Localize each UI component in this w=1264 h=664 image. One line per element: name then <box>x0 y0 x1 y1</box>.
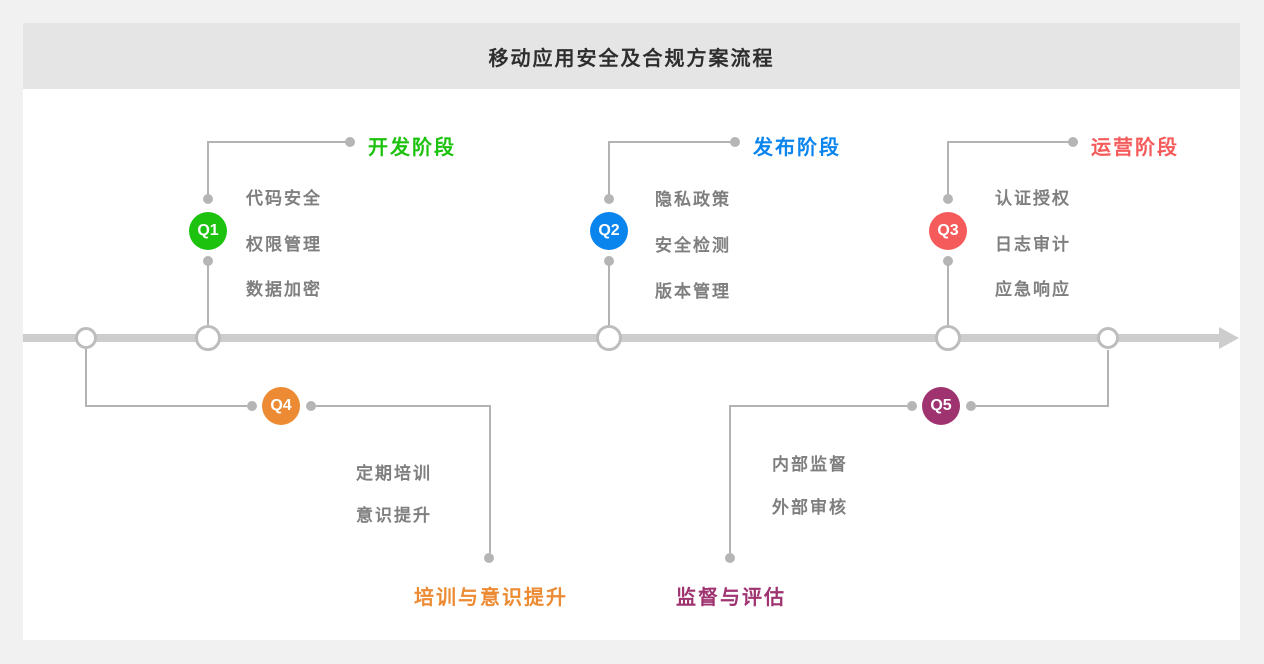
q1-lower-dot <box>203 256 213 266</box>
timeline-arrow-icon <box>1219 327 1239 349</box>
q3-label-dot <box>1068 137 1078 147</box>
q5-item-2: 外部审核 <box>772 498 848 517</box>
q3-label-connector-v <box>947 141 949 196</box>
q2-label-connector-v <box>608 141 610 196</box>
q2-stage-label: 发布阶段 <box>753 137 841 159</box>
q4-right-dot <box>306 401 316 411</box>
q4-left-dot <box>247 401 257 411</box>
q4-item-2: 意识提升 <box>356 506 432 525</box>
q4-badge: Q4 <box>262 387 300 425</box>
timeline-node-q2 <box>596 325 622 351</box>
q4-timeline-connector <box>85 349 87 406</box>
timeline-node-q3 <box>935 325 961 351</box>
q4-right-connector-h <box>316 405 490 407</box>
q5-right-dot <box>966 401 976 411</box>
q3-item-2: 日志审计 <box>995 235 1071 254</box>
q5-left-dot <box>907 401 917 411</box>
q5-stage-label: 监督与评估 <box>676 587 786 609</box>
q1-item-2: 权限管理 <box>246 235 322 254</box>
timeline-axis <box>23 334 1222 342</box>
q5-label-dot <box>725 553 735 563</box>
q1-item-1: 代码安全 <box>246 189 322 208</box>
timeline-node-q1 <box>195 325 221 351</box>
q2-lower-dot <box>604 256 614 266</box>
q5-left-connector-h <box>730 405 907 407</box>
q4-label-dot <box>484 553 494 563</box>
q2-upper-dot <box>604 194 614 204</box>
q5-label-connector-v <box>729 405 731 553</box>
q1-stage-label: 开发阶段 <box>368 137 456 159</box>
q2-timeline-connector <box>608 264 610 326</box>
q5-timeline-connector <box>1107 350 1109 406</box>
q3-label-connector-h <box>947 141 1078 143</box>
timeline-node-start <box>75 327 97 349</box>
q1-label-connector-h <box>207 141 352 143</box>
q1-label-connector-v <box>207 141 209 196</box>
q3-item-1: 认证授权 <box>995 189 1071 208</box>
q2-item-3: 版本管理 <box>655 282 731 301</box>
q2-item-1: 隐私政策 <box>655 190 731 209</box>
diagram-area <box>23 89 1240 640</box>
q3-stage-label: 运营阶段 <box>1091 137 1179 159</box>
q1-item-3: 数据加密 <box>246 280 322 299</box>
q5-badge: Q5 <box>922 387 960 425</box>
q4-item-1: 定期培训 <box>356 464 432 483</box>
q3-item-3: 应急响应 <box>995 280 1071 299</box>
q2-item-2: 安全检测 <box>655 236 731 255</box>
q5-right-connector-h <box>976 405 1109 407</box>
header-bar: 移动应用安全及合规方案流程 <box>23 23 1240 89</box>
q1-label-dot <box>345 137 355 147</box>
timeline-node-end <box>1097 327 1119 349</box>
q3-lower-dot <box>943 256 953 266</box>
page-title: 移动应用安全及合规方案流程 <box>488 47 775 70</box>
q1-upper-dot <box>203 194 213 204</box>
q2-label-connector-h <box>608 141 737 143</box>
q3-timeline-connector <box>947 264 949 326</box>
q2-label-dot <box>730 137 740 147</box>
q1-timeline-connector <box>207 264 209 326</box>
q4-label-connector-v <box>489 405 491 553</box>
q3-upper-dot <box>943 194 953 204</box>
q1-badge: Q1 <box>189 212 227 250</box>
q4-stage-label: 培训与意识提升 <box>414 587 568 609</box>
q3-badge: Q3 <box>929 212 967 250</box>
q5-item-1: 内部监督 <box>772 455 848 474</box>
q4-left-connector-h <box>85 405 247 407</box>
q2-badge: Q2 <box>590 212 628 250</box>
